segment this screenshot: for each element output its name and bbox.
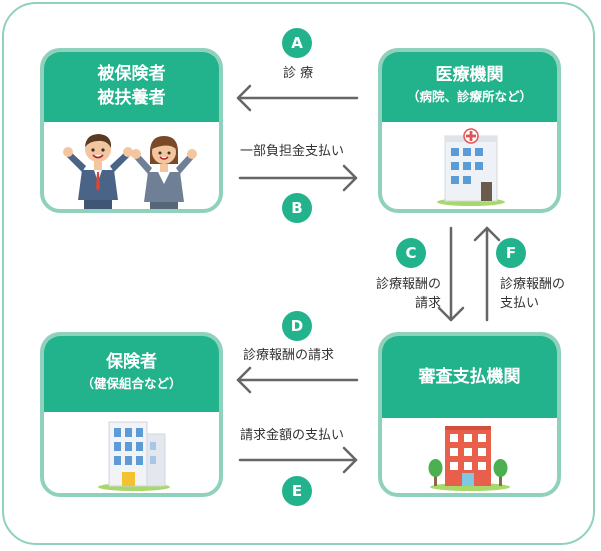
flow-label-c: 診療報酬の 請求 bbox=[366, 275, 441, 313]
people-cheering-icon bbox=[44, 122, 219, 209]
flow-label-f: 診療報酬の 支払い bbox=[500, 275, 565, 313]
flow-label-a: 診 療 bbox=[283, 66, 314, 81]
insurer-subtitle: （健保組合など） bbox=[81, 376, 182, 391]
arrow-c-down bbox=[437, 226, 465, 322]
insurer-title: 保険者 bbox=[106, 352, 157, 372]
medical-institution-card: 医療機関 （病院、診療所など） bbox=[378, 48, 561, 213]
office-building-icon bbox=[44, 412, 219, 493]
flow-label-e: 請求金額の支払い bbox=[240, 428, 345, 443]
arrow-d-left bbox=[236, 366, 359, 394]
review-building-icon bbox=[382, 418, 557, 493]
flow-badge-c: C bbox=[396, 238, 426, 268]
flow-badge-b: B bbox=[282, 193, 312, 223]
flow-badge-f: F bbox=[496, 238, 526, 268]
arrow-e-right bbox=[238, 446, 358, 474]
hospital-building-icon bbox=[382, 122, 557, 209]
flow-badge-a: A bbox=[282, 28, 312, 58]
medical-card-header: 医療機関 （病院、診療所など） bbox=[382, 52, 557, 122]
review-card-header: 審査支払機関 bbox=[382, 336, 557, 418]
medical-title: 医療機関 bbox=[435, 65, 504, 85]
flow-badge-d: D bbox=[282, 311, 312, 341]
flow-label-f-line1: 診療報酬の bbox=[500, 277, 566, 292]
insured-card-header: 被保険者 被扶養者 bbox=[44, 52, 219, 122]
insurer-card-header: 保険者 （健保組合など） bbox=[44, 336, 219, 412]
insured-title: 被保険者 bbox=[97, 64, 166, 84]
insured-card: 被保険者 被扶養者 bbox=[40, 48, 223, 213]
insurer-card: 保険者 （健保組合など） bbox=[40, 332, 223, 497]
medical-subtitle: （病院、診療所など） bbox=[406, 89, 532, 104]
flow-label-c-line1: 診療報酬の bbox=[375, 277, 441, 292]
dependents-title: 被扶養者 bbox=[97, 88, 166, 108]
flow-label-d: 診療報酬の請求 bbox=[243, 348, 335, 363]
flow-label-f-line2: 支払い bbox=[500, 296, 540, 311]
flow-badge-e: E bbox=[282, 476, 312, 506]
arrow-f-up bbox=[473, 226, 501, 322]
review-payment-org-card: 審査支払機関 bbox=[378, 332, 561, 497]
flow-label-b: 一部負担金支払い bbox=[240, 144, 345, 159]
arrow-b-right bbox=[238, 164, 358, 192]
arrow-a-left bbox=[236, 84, 359, 112]
review-title: 審査支払機関 bbox=[418, 367, 521, 387]
flow-label-c-line2: 請求 bbox=[414, 296, 441, 311]
